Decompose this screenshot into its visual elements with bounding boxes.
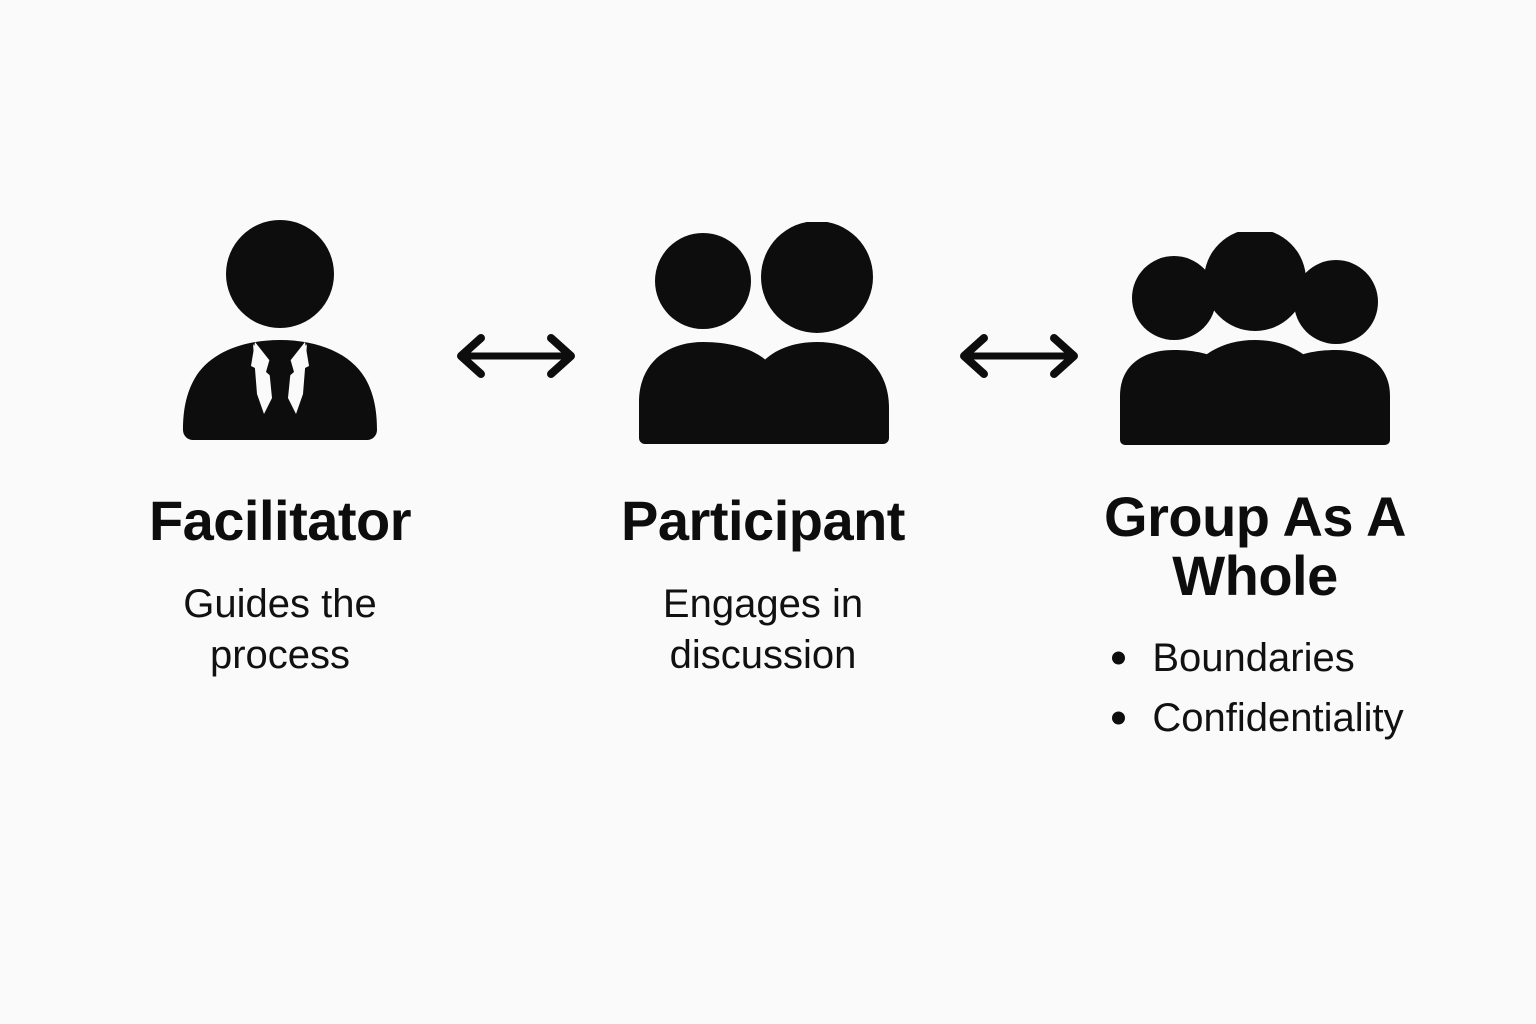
bullet-dot-icon: [1112, 711, 1126, 725]
list-item: Confidentiality: [1106, 688, 1404, 748]
list-item-label: Confidentiality: [1152, 695, 1404, 740]
two-people-icon: [639, 222, 889, 444]
group-icon-container: [1110, 200, 1400, 450]
participant-icon-container: [627, 200, 899, 450]
subtitle-facilitator: Guides the process: [183, 581, 377, 677]
bullet-dot-icon: [1112, 651, 1126, 665]
list-item-label: Boundaries: [1152, 635, 1355, 680]
businessperson-suit-tie-icon: [183, 220, 377, 440]
heading-facilitator: Facilitator: [148, 489, 412, 552]
double-headed-arrow-icon: [960, 334, 1078, 378]
double-headed-arrow-icon: [457, 334, 575, 378]
three-people-group-icon: [1120, 232, 1390, 445]
list-item: Boundaries: [1106, 628, 1403, 688]
group-bullet-list: Boundaries Confidentiality: [1106, 628, 1404, 748]
facilitator-icon-container: [169, 200, 391, 450]
heading-group-as-a-whole: Group As A Whole: [1104, 485, 1406, 607]
column-participant: Participant Engages in discussion: [553, 200, 973, 681]
heading-participant: Participant: [621, 489, 905, 552]
column-group-as-a-whole: Group As A Whole Boundaries Confidential…: [1045, 200, 1465, 748]
column-facilitator: Facilitator Guides the process: [70, 200, 490, 681]
subtitle-participant: Engages in discussion: [662, 581, 864, 677]
